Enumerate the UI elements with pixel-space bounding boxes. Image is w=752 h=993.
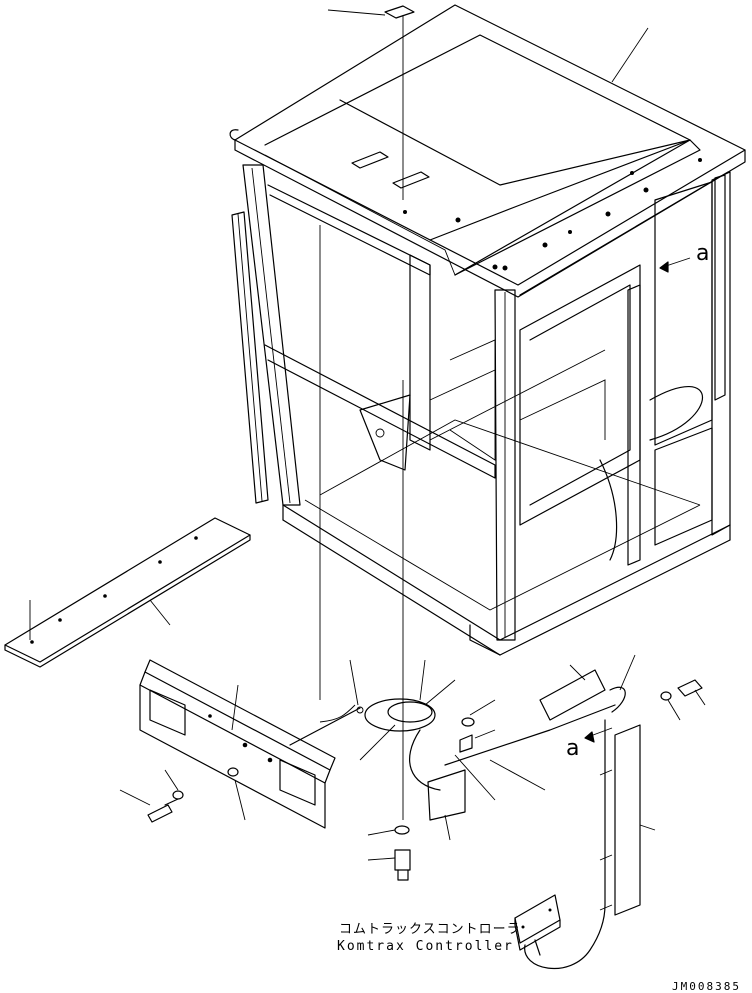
fasteners xyxy=(147,679,703,881)
view-marker-top: a xyxy=(696,241,709,266)
view-marker-mid: a xyxy=(566,736,579,761)
controller-label-en: Komtrax Controller xyxy=(337,939,514,954)
drawing-code: JM008385 xyxy=(672,980,741,993)
cab-frame xyxy=(231,164,731,656)
mount-bracket xyxy=(139,659,336,829)
leader-lines xyxy=(29,5,706,861)
controller-label-jp: コムトラックスコントローラ xyxy=(339,922,521,937)
clamp-assembly xyxy=(289,698,466,821)
cab-roof xyxy=(229,4,746,298)
komtrax-controller xyxy=(514,894,561,956)
floor-bracket-long xyxy=(4,517,251,668)
harness xyxy=(444,669,641,970)
